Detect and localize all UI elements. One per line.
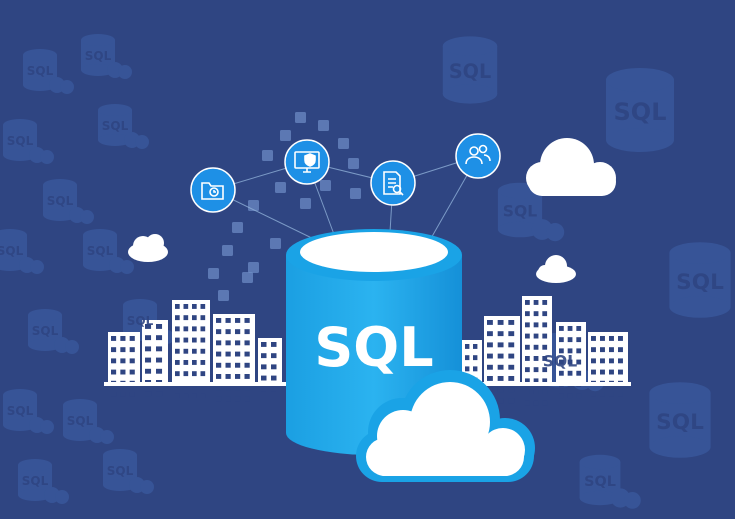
building — [258, 338, 282, 392]
watermark-sql-label: SQL — [0, 244, 24, 258]
watermark-database-icon — [83, 229, 134, 274]
building — [484, 316, 520, 404]
building — [522, 296, 552, 406]
cloud-foreground — [356, 370, 535, 482]
watermark-sql-label: SQL — [449, 60, 491, 83]
data-particle — [318, 120, 329, 131]
data-particle — [262, 150, 273, 161]
watermark-database-icon — [63, 399, 114, 444]
users-icon — [465, 144, 491, 165]
data-particle — [320, 180, 331, 191]
data-particle — [218, 290, 229, 301]
data-particle — [208, 268, 219, 279]
watermark-database-icon — [579, 454, 641, 509]
cloud-small-right — [536, 255, 576, 283]
watermark-database-icon — [0, 229, 44, 274]
watermark-labels: SQL SQL SQL SQL SQL SQL SQL SQL SQL SQL SQL SQL SQL S… — [0, 49, 724, 490]
data-particle — [338, 138, 349, 149]
data-particle — [348, 158, 359, 169]
watermark-database-icon — [3, 119, 54, 164]
watermark-database-icon — [442, 36, 498, 104]
building — [142, 320, 168, 397]
watermark-sql-label: SQL — [614, 98, 667, 126]
data-particle — [248, 262, 259, 273]
data-particle — [242, 272, 253, 283]
watermark-database-icon — [23, 49, 74, 94]
watermark-sql-label: SQL — [543, 353, 577, 371]
watermark-sql-label: SQL — [127, 314, 154, 328]
data-particle — [350, 188, 361, 199]
watermark-database-icon — [98, 104, 149, 149]
monitor-shield-icon — [294, 151, 320, 173]
watermark-database-icon — [606, 68, 674, 152]
watermark-sql-label: SQL — [656, 410, 704, 435]
watermark-sql-label: SQL — [584, 474, 616, 490]
folder-clock-icon — [201, 182, 224, 200]
watermark-database-icon — [43, 179, 94, 224]
data-particle — [280, 130, 291, 141]
watermark-database-icon — [18, 459, 69, 504]
watermark-sql-label: SQL — [85, 49, 112, 63]
background-watermark-databases — [0, 34, 731, 509]
watermark-sql-label: SQL — [27, 64, 54, 78]
watermark-database-icon — [649, 382, 711, 458]
node-monitor — [284, 139, 330, 185]
watermark-sql-label: SQL — [67, 414, 94, 428]
watermark-sql-label: SQL — [503, 203, 537, 221]
watermark-sql-label: SQL — [7, 134, 34, 148]
document-search-icon — [383, 171, 404, 196]
watermark-database-icon — [28, 309, 79, 354]
watermark-database-icon — [81, 34, 132, 79]
building — [172, 300, 210, 399]
watermark-sql-label: SQL — [22, 474, 49, 488]
building — [213, 314, 255, 402]
node-document — [370, 160, 416, 206]
watermark-sql-label: SQL — [107, 464, 134, 478]
watermark-sql-label: SQL — [676, 270, 724, 295]
watermark-sql-label: SQL — [102, 119, 129, 133]
cloud-top-right — [526, 138, 616, 196]
data-particle — [295, 112, 306, 123]
watermark-sql-label: SQL — [87, 244, 114, 258]
watermark-database-icon — [103, 449, 154, 494]
watermark-database-icon — [497, 182, 565, 242]
data-particle — [300, 198, 311, 209]
watermark-sql-label: SQL — [32, 324, 59, 338]
data-particle — [232, 222, 243, 233]
watermark-database-icon — [669, 242, 731, 318]
watermark-database-icon — [3, 389, 54, 434]
building — [588, 332, 628, 397]
data-particle — [222, 245, 233, 256]
watermark-sql-label: SQL — [47, 194, 74, 208]
cloud-small-left — [128, 234, 168, 262]
watermark-sql-label: SQL — [7, 404, 34, 418]
sql-label: SQL — [314, 316, 433, 379]
node-folder — [190, 167, 236, 213]
data-particle — [275, 182, 286, 193]
data-particle — [270, 238, 281, 249]
node-users — [455, 133, 501, 179]
building — [556, 322, 586, 399]
